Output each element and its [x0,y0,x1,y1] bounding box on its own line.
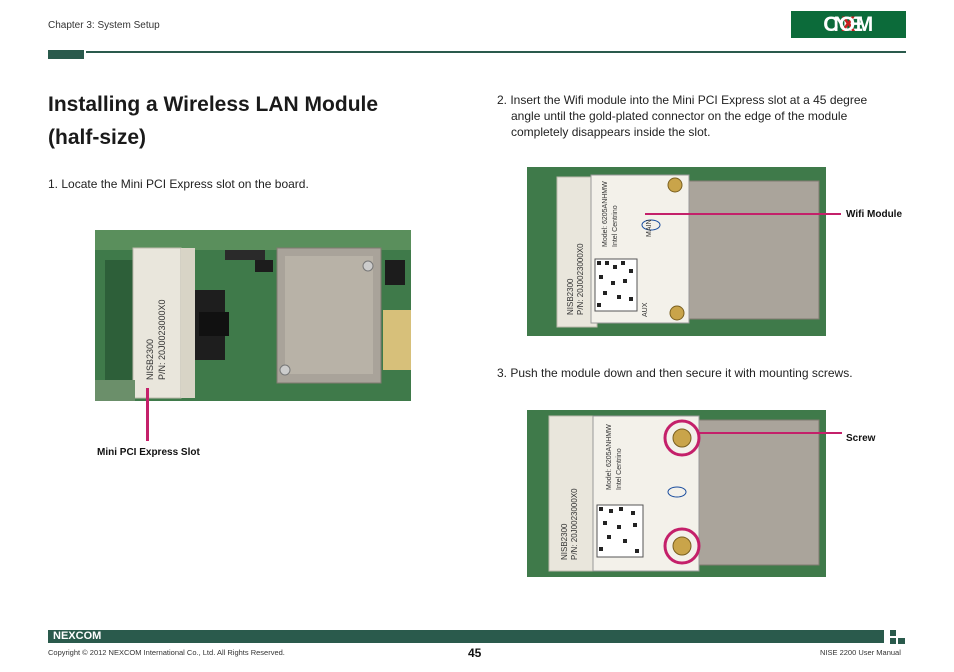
footer-logo-com: COM [75,630,102,642]
module-aux-text: AUX [642,302,649,317]
page-title-line1: Installing a Wireless LAN Module [48,93,379,116]
logo-text-x: X [841,13,856,36]
slot-label-text2-c: P/N: 20J0023000X0 [570,488,579,560]
footer-nexcom-logo: NEXCOM [53,630,101,643]
chapter-heading: Chapter 3: System Setup [48,20,160,31]
footer-square-icon [890,630,896,636]
module-model-text: Model: 6205ANHMW [602,181,609,247]
step-2-text: 2. Insert the Wifi module into the Mini … [497,92,897,140]
step-2-line2: angle until the gold-plated connector on… [511,109,848,123]
logo-text-com: COM [823,13,874,36]
mini-pci-slot-label: Mini PCI Express Slot [97,447,200,458]
footer-logo-ne: NE [53,630,69,642]
wifi-callout-line [645,213,841,215]
board-slot-photo: NISB2300 P/N: 20J0023000X0 [95,230,411,401]
manual-title: NISE 2200 User Manual [820,648,901,657]
board-slot-illustration: NISB2300 P/N: 20J0023000X0 [95,230,411,401]
slot-label-text1-c: NISB2300 [560,523,569,560]
page-number: 45 [468,646,482,660]
screw-label: Screw [846,433,876,444]
footer-logo-x: X [68,630,76,642]
module-main-text: MAIN [646,220,653,238]
wifi-insert-photo: AUX MAIN Model: 6205ANHMW Intel Centrino… [527,167,826,336]
step-2-line3: completely disappears inside the slot. [511,125,711,139]
header-accent-block [48,50,84,59]
slot-label-text2-b: P/N: 20J0023000X0 [576,243,585,315]
wifi-insert-illustration: AUX MAIN Model: 6205ANHMW Intel Centrino… [527,167,826,336]
step-3-text: 3. Push the module down and then secure … [497,366,853,380]
slot-label-text1-b: NISB2300 [566,278,575,315]
header-rule [86,51,906,53]
slot-callout-line [146,388,149,441]
module-brand-text-b: Intel Centrino [616,448,623,490]
wifi-module-label: Wifi Module [846,209,903,220]
screw-callout-line [699,432,842,434]
slot-label-text2: P/N: 20J0023000X0 [157,299,167,380]
module-brand-text: Intel Centrino [612,205,619,247]
page-title: Installing a Wireless LAN Module (half-s… [48,88,448,154]
step-1-text: 1. Locate the Mini PCI Express slot on t… [48,177,309,191]
wifi-secured-illustration: Model: 6205ANHMW Intel Centrino NISB2300… [527,410,826,577]
wifi-secured-photo: Model: 6205ANHMW Intel Centrino NISB2300… [527,410,826,577]
footer-square-icon [890,638,896,644]
footer-square-icon [898,638,905,644]
page-title-line2: (half-size) [48,126,147,149]
copyright-text: Copyright © 2012 NEXCOM International Co… [48,648,285,657]
step-2-line1: 2. Insert the Wifi module into the Mini … [497,93,868,107]
logo-text-ne: NE [833,13,864,36]
slot-label-text1: NISB2300 [145,339,155,380]
footer-bar [48,630,884,643]
module-model-text-b: Model: 6205ANHMW [606,424,613,490]
